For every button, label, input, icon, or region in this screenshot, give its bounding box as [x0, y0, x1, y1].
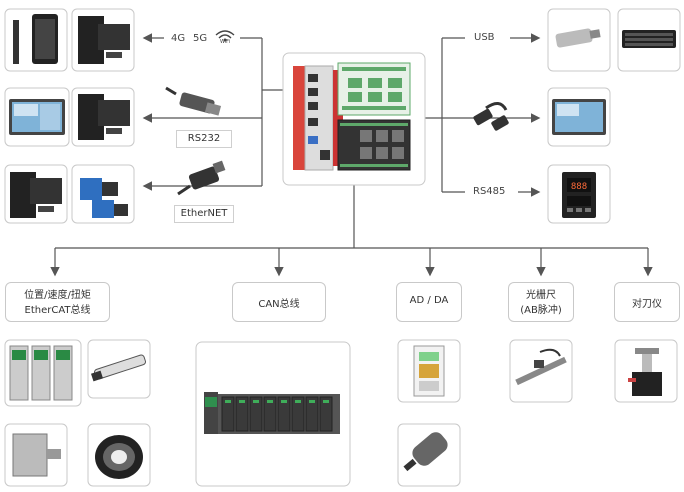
toolsetter-devices — [614, 339, 678, 403]
line-bottom-trunk — [55, 185, 648, 249]
hmi-panel-icon — [552, 99, 606, 135]
category-scale: 光栅尺 (AB脉冲) — [508, 282, 574, 322]
controller-box — [282, 52, 426, 186]
label-5g: 5G — [193, 33, 208, 44]
left-row2 — [4, 87, 135, 147]
servo-motor-icon — [12, 433, 61, 477]
can-devices — [195, 341, 351, 487]
keyboard-icon — [622, 30, 676, 48]
ethernet-adapter-icon — [177, 160, 226, 196]
svg-text:888: 888 — [571, 182, 587, 192]
encoder-ring-icon — [95, 435, 143, 479]
label-wifi: WiFi — [219, 39, 231, 45]
category-can-label: CAN总线 — [258, 299, 300, 310]
vfd-icon — [413, 345, 445, 397]
category-ethercat: 位置/速度/扭矩 EtherCAT总线 — [5, 282, 110, 322]
category-can: CAN总线 — [232, 282, 326, 322]
motor-icon — [403, 432, 448, 472]
camera-icon — [80, 178, 128, 218]
io-board-black — [337, 119, 411, 171]
hmi-panel-icon — [9, 99, 65, 135]
tower-pc-icon — [78, 94, 130, 140]
label-ethernet: EtherNET — [174, 205, 234, 223]
right-row3: 888 — [547, 164, 611, 224]
serial-adapter-icon — [165, 86, 222, 116]
servo-drive-icon — [9, 345, 73, 401]
category-toolsetter-label: 对刀仪 — [632, 299, 662, 310]
right-row2 — [547, 87, 611, 147]
category-adda-label: AD / DA — [409, 295, 449, 306]
line-right-trunk — [425, 38, 443, 192]
temperature-controller-icon: 888 — [562, 172, 596, 218]
controller-module-red — [293, 66, 305, 170]
plc-rack-icon — [204, 392, 340, 434]
linear-scale-icon — [515, 348, 567, 386]
ethercat-devices — [4, 339, 151, 487]
scale-devices — [509, 339, 573, 403]
tool-setter-icon — [628, 348, 662, 396]
linear-actuator-icon — [91, 354, 146, 382]
category-adda: AD / DA — [396, 282, 462, 322]
category-toolsetter: 对刀仪 — [614, 282, 680, 322]
right-row1 — [547, 8, 681, 72]
left-row1 — [4, 8, 135, 72]
tower-pc-icon — [10, 172, 62, 218]
left-row3 — [4, 164, 135, 224]
label-4g: 4G — [171, 33, 186, 44]
label-rs485: RS485 — [473, 186, 506, 197]
phone-icon — [13, 14, 58, 64]
usb-drive-icon — [555, 28, 601, 48]
label-usb: USB — [474, 32, 495, 43]
tower-pc-icon — [78, 16, 130, 64]
adda-devices — [397, 339, 461, 487]
category-ethercat-label: 位置/速度/扭矩 EtherCAT总线 — [24, 290, 91, 316]
wifi-icon: WiFi — [214, 29, 236, 45]
line-left-trunk — [261, 38, 283, 186]
label-rs232: RS232 — [176, 130, 232, 148]
hdmi-cable-icon — [473, 102, 509, 131]
category-scale-label: 光栅尺 (AB脉冲) — [520, 290, 562, 316]
